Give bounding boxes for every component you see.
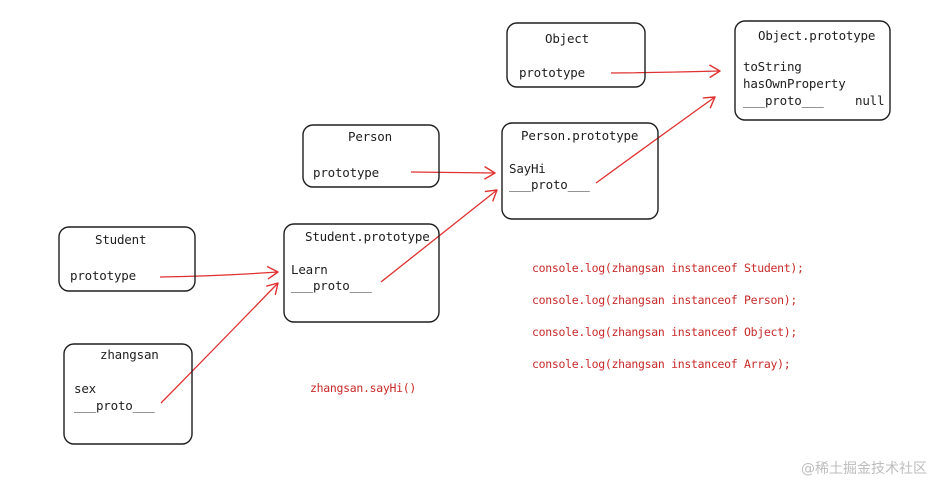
object-prototype-box: Object.prototype toString hasOwnProperty… bbox=[734, 20, 891, 121]
zhangsan-box: zhangsan sex ___proto___ bbox=[63, 343, 193, 445]
arrow-student-to-student-prototype bbox=[159, 266, 279, 280]
person-prototype-title: Person.prototype bbox=[521, 128, 639, 143]
sayhi-label: SayHi bbox=[509, 161, 546, 176]
zhangsan-proto-label: ___proto___ bbox=[74, 398, 155, 413]
student-prototype-title: Student.prototype bbox=[305, 229, 430, 244]
arrow-person-to-person-prototype bbox=[410, 166, 496, 180]
object-prototype-label: prototype bbox=[519, 65, 585, 80]
arrow-object-to-object-prototype bbox=[610, 64, 721, 78]
object-prototype-title: Object.prototype bbox=[758, 28, 876, 43]
person-prototype-box: Person.prototype SayHi ___proto___ bbox=[501, 122, 659, 220]
arrow-person-proto-to-object-prototype bbox=[595, 96, 716, 184]
student-proto-label: ___proto___ bbox=[291, 278, 372, 293]
code-line-array: console.log(zhangsan instanceof Array); bbox=[532, 357, 791, 371]
object-proto-label: ___proto___ bbox=[743, 93, 824, 108]
code-line-object: console.log(zhangsan instanceof Object); bbox=[532, 325, 797, 339]
learn-label: Learn bbox=[291, 262, 328, 277]
person-title: Person bbox=[348, 129, 392, 144]
person-prototype-label: prototype bbox=[313, 165, 379, 180]
student-prototype-label: prototype bbox=[70, 268, 136, 283]
sayhi-call-text: zhangsan.sayHi() bbox=[310, 381, 416, 395]
object-box: Object prototype bbox=[506, 22, 646, 88]
student-prototype-box: Student.prototype Learn ___proto___ bbox=[283, 223, 440, 323]
hasownproperty-label: hasOwnProperty bbox=[743, 76, 846, 91]
null-label: null bbox=[855, 93, 885, 108]
zhangsan-title: zhangsan bbox=[100, 347, 159, 362]
tostring-label: toString bbox=[743, 59, 802, 74]
student-title: Student bbox=[95, 232, 147, 247]
person-box: Person prototype bbox=[302, 124, 440, 188]
code-line-person: console.log(zhangsan instanceof Person); bbox=[532, 293, 797, 307]
person-proto-label: ___proto___ bbox=[509, 177, 590, 192]
sex-label: sex bbox=[74, 381, 96, 396]
arrow-zhangsan-proto-to-student-prototype bbox=[160, 282, 279, 404]
student-box: Student prototype bbox=[58, 226, 196, 292]
object-title: Object bbox=[545, 31, 589, 46]
watermark: @稀土掘金技术社区 bbox=[801, 461, 927, 477]
code-line-student: console.log(zhangsan instanceof Student)… bbox=[532, 261, 804, 275]
